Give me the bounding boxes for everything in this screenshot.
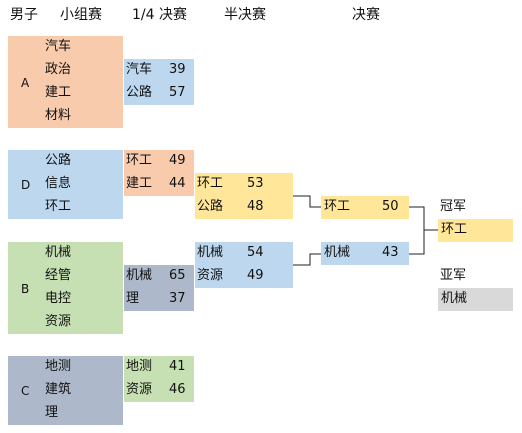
quarterfinal-score: 49 [169, 153, 186, 168]
header-semifinal: 半决赛 [224, 7, 266, 23]
group-b-team: 机械 [45, 245, 72, 260]
quarterfinal-score: 37 [169, 291, 186, 306]
group-a-team: 政治 [45, 62, 72, 77]
group-d-team: 环工 [45, 199, 72, 214]
quarterfinal-1-box [124, 59, 194, 105]
final-slot-1-box [321, 196, 409, 219]
final-slot-2-box [321, 242, 409, 265]
group-c-letter: C [21, 384, 30, 398]
runner-up-box [438, 288, 513, 311]
semifinal-team: 公路 [197, 199, 224, 214]
semifinal-2-to-final-line [293, 253, 321, 266]
champion-label: 冠军 [440, 199, 467, 214]
semifinal-score: 54 [247, 245, 264, 260]
group-c-team: 地测 [45, 359, 72, 374]
quarterfinal-4-box [124, 356, 194, 402]
semifinal-team: 资源 [197, 268, 224, 283]
quarterfinal-team: 建工 [126, 176, 153, 191]
runner-up-label: 亚军 [440, 268, 467, 283]
quarterfinal-score: 44 [169, 176, 186, 191]
group-a-team: 建工 [45, 85, 72, 100]
group-d-team: 公路 [45, 153, 72, 168]
group-a-team: 材料 [45, 108, 72, 123]
final-team: 机械 [324, 245, 351, 260]
header-final: 决赛 [352, 7, 380, 23]
quarterfinal-team: 公路 [126, 85, 153, 100]
group-b-letter: B [21, 282, 30, 296]
quarterfinal-score: 39 [169, 62, 186, 77]
quarterfinal-score: 57 [169, 85, 186, 100]
final-score: 43 [382, 245, 399, 260]
semifinal-1-box [195, 173, 293, 219]
group-a-team: 汽车 [45, 39, 72, 54]
final-2-to-champion-line [409, 230, 425, 255]
quarterfinal-team: 机械 [126, 268, 153, 283]
quarterfinal-2-box [124, 150, 194, 196]
final-1-to-champion-line [409, 206, 438, 231]
quarterfinal-team: 汽车 [126, 62, 153, 77]
champion-box [438, 219, 513, 242]
group-d-box [8, 150, 123, 219]
group-d-team: 信息 [45, 176, 72, 191]
group-b-box [8, 242, 123, 334]
group-c-box [8, 356, 123, 425]
group-a-box [8, 36, 123, 128]
group-a-letter: A [21, 76, 30, 90]
group-b-team: 电控 [45, 291, 72, 306]
quarterfinal-team: 资源 [126, 382, 153, 397]
group-c-team: 理 [45, 405, 59, 420]
semifinal-1-to-final-line [293, 195, 321, 208]
semifinal-team: 机械 [197, 245, 224, 260]
quarterfinal-team: 环工 [126, 153, 153, 168]
runner-up-team: 机械 [441, 291, 468, 306]
quarterfinal-score: 46 [169, 382, 186, 397]
semifinal-team: 环工 [197, 176, 224, 191]
group-b-team: 资源 [45, 314, 72, 329]
semifinal-score: 49 [247, 268, 264, 283]
quarterfinal-score: 65 [169, 268, 186, 283]
header-gender: 男子 [10, 7, 38, 23]
header-quarterfinal: 1/4 决赛 [132, 7, 187, 23]
header-group-stage: 小组赛 [60, 7, 102, 23]
champion-team: 环工 [441, 222, 468, 237]
semifinal-score: 48 [247, 199, 264, 214]
quarterfinal-3-box [124, 265, 194, 311]
group-c-team: 建筑 [45, 382, 72, 397]
semifinal-score: 53 [247, 176, 264, 191]
final-score: 50 [382, 199, 399, 214]
quarterfinal-team: 理 [126, 291, 140, 306]
semifinal-2-box [195, 242, 293, 288]
quarterfinal-team: 地测 [126, 359, 153, 374]
group-d-letter: D [21, 178, 31, 192]
group-b-team: 经管 [45, 268, 72, 283]
quarterfinal-score: 41 [169, 359, 186, 374]
final-team: 环工 [324, 199, 351, 214]
